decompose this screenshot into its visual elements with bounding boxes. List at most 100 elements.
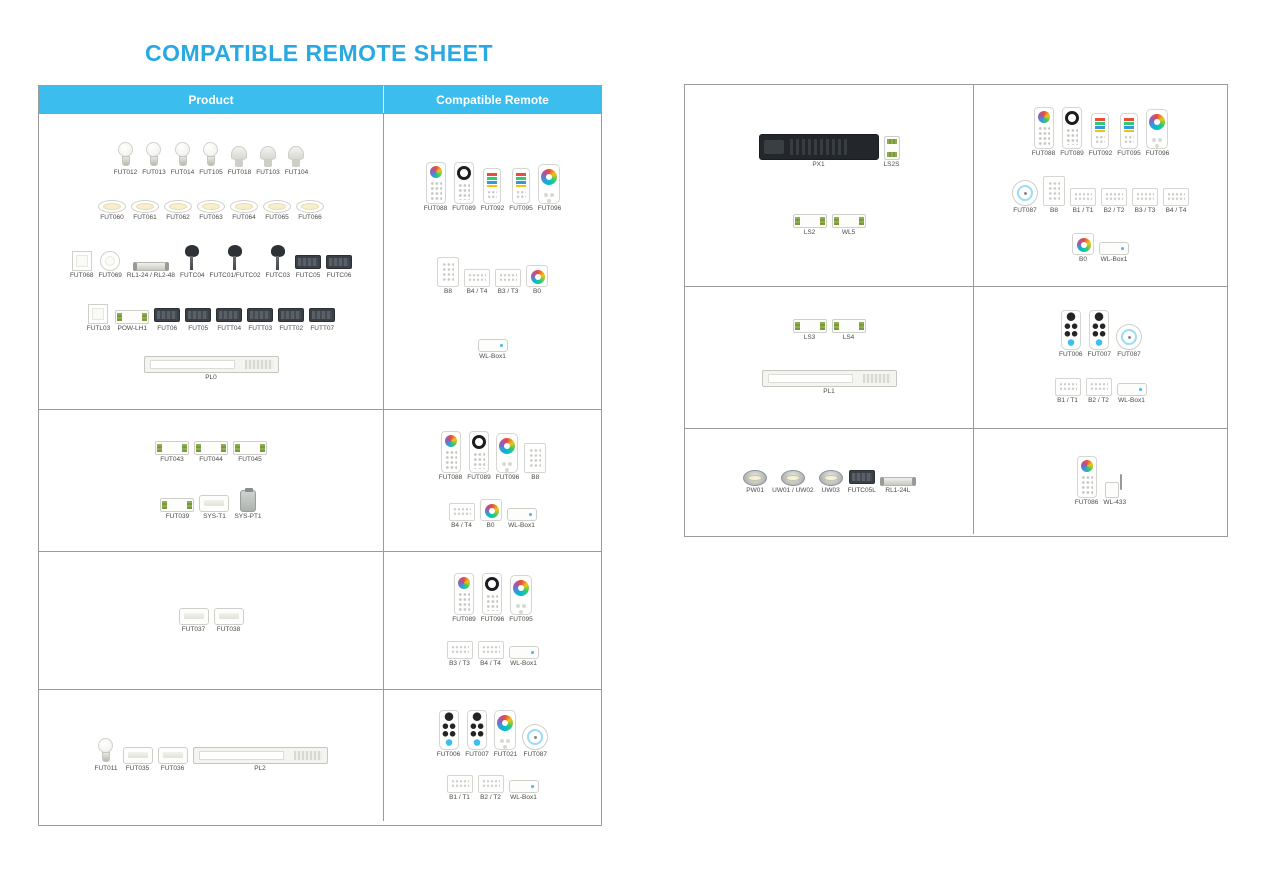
downlight-icon: [131, 200, 159, 213]
item-label: FUT044: [199, 455, 223, 463]
controller-icon: [792, 214, 827, 229]
wall-panel-icon: [1132, 188, 1158, 207]
item-label: SYS-PT1: [234, 512, 262, 520]
item-label: B1 / T1: [1057, 397, 1078, 405]
item-label: FUT039: [165, 512, 190, 520]
remote-item-fut089: FUT089: [467, 431, 491, 482]
item-label: FUT105: [199, 168, 223, 176]
item-label: FUT066: [298, 214, 322, 221]
bar-icon: [879, 477, 916, 487]
remote-buttons-icon: [466, 710, 487, 750]
item-label: FUT096: [537, 205, 562, 213]
garden-icon: [270, 245, 286, 271]
product-item-fut064: FUT064: [230, 200, 258, 222]
product-item-fut038: FUT038: [213, 607, 244, 634]
remote-knob-icon: [1115, 324, 1142, 351]
product-line: PL1: [687, 370, 971, 396]
remote-item-fut007: FUT007: [465, 710, 489, 759]
wall-panel-icon: [1085, 378, 1112, 397]
product-item-ls2s: LS2S: [883, 136, 900, 169]
item-label: B2 / T2: [1103, 207, 1125, 215]
remote-4zone-icon: [1091, 113, 1110, 150]
item-label: WL-Box1: [479, 353, 506, 361]
remote-keypad-icon: [454, 573, 474, 616]
remote-item-fut086: FUT086: [1075, 456, 1098, 507]
bar-icon: [132, 262, 169, 272]
item-label: FUT021: [493, 751, 518, 758]
product-item-fut103: FUT103: [256, 145, 280, 177]
product-item-fut068: FUT068: [70, 251, 93, 280]
spot-icon: [259, 145, 277, 168]
remote-item-b4-t4: B4 / T4: [1163, 188, 1189, 215]
wall-round-icon: [526, 264, 548, 287]
item-label: B3 / T3: [1134, 207, 1156, 215]
remote-line: WL-Box1: [386, 339, 599, 361]
product-item-fut013: FUT013: [142, 141, 166, 177]
remote-4zone-icon: [1119, 113, 1138, 150]
remote-item-fut021: FUT021: [494, 710, 517, 759]
item-label: B0: [533, 287, 541, 295]
downlight-icon: [296, 200, 324, 213]
remote-item-fut092: FUT092: [1089, 113, 1112, 158]
product-item-fut044: FUT044: [194, 440, 228, 464]
wall-panel-icon: [448, 503, 475, 522]
item-label: FUT063: [199, 214, 223, 221]
left-table-header: Product Compatible Remote: [39, 86, 601, 113]
item-label: FUTT07: [310, 324, 335, 332]
remote-item-fut088: FUT088: [1032, 107, 1055, 158]
product-item-uw03: UW03: [818, 470, 843, 495]
item-label: B3 / T3: [497, 287, 519, 295]
item-label: FUT007: [465, 751, 489, 758]
item-label: FUT088: [438, 474, 463, 482]
product-item-fut014: FUT014: [171, 141, 194, 177]
product-item-fut036: FUT036: [157, 747, 188, 773]
product-item-fut06: FUT06: [154, 306, 181, 333]
item-label: FUT037: [181, 625, 206, 633]
header-compatible-remote: Compatible Remote: [436, 92, 549, 107]
product-item-fut061: FUT061: [131, 200, 159, 222]
product-cell: FUT037 FUT038: [39, 552, 384, 689]
remote-item-b8: B8: [524, 443, 547, 482]
remote-item-b0: B0: [1072, 233, 1094, 264]
item-label: B1 / T1: [1072, 207, 1094, 215]
item-label: WL5: [841, 229, 856, 237]
item-label: B4 / T4: [466, 287, 488, 295]
product-item-futt02: FUTT02: [278, 306, 305, 333]
remote-item-b2-t2: B2 / T2: [1085, 378, 1112, 405]
din-icon: [883, 136, 900, 161]
product-item-futc04: FUTC04: [180, 245, 205, 280]
wall-panel-icon: [1070, 188, 1096, 207]
wall-b8-icon: [524, 443, 547, 474]
page-title: COMPATIBLE REMOTE SHEET: [145, 40, 493, 66]
controller-box-icon: [213, 607, 244, 625]
remote-item-fut096: FUT096: [1146, 109, 1169, 158]
item-label: UW03: [821, 487, 840, 495]
item-label: FUT095: [509, 616, 533, 624]
item-label: FUT013: [142, 168, 166, 176]
remote-item-b4-t4: B4 / T4: [464, 268, 490, 296]
wlbox-icon: [1099, 242, 1129, 256]
product-item-sys-pt1: SYS-PT1: [234, 487, 262, 521]
remote-4zone-icon: [511, 168, 530, 205]
bulb-icon: [146, 141, 162, 168]
underwater-icon: [743, 470, 768, 487]
item-label: WL-Box1: [1118, 397, 1145, 405]
product-item-futt04: FUTT04: [216, 306, 243, 333]
downlight-icon: [164, 200, 192, 213]
